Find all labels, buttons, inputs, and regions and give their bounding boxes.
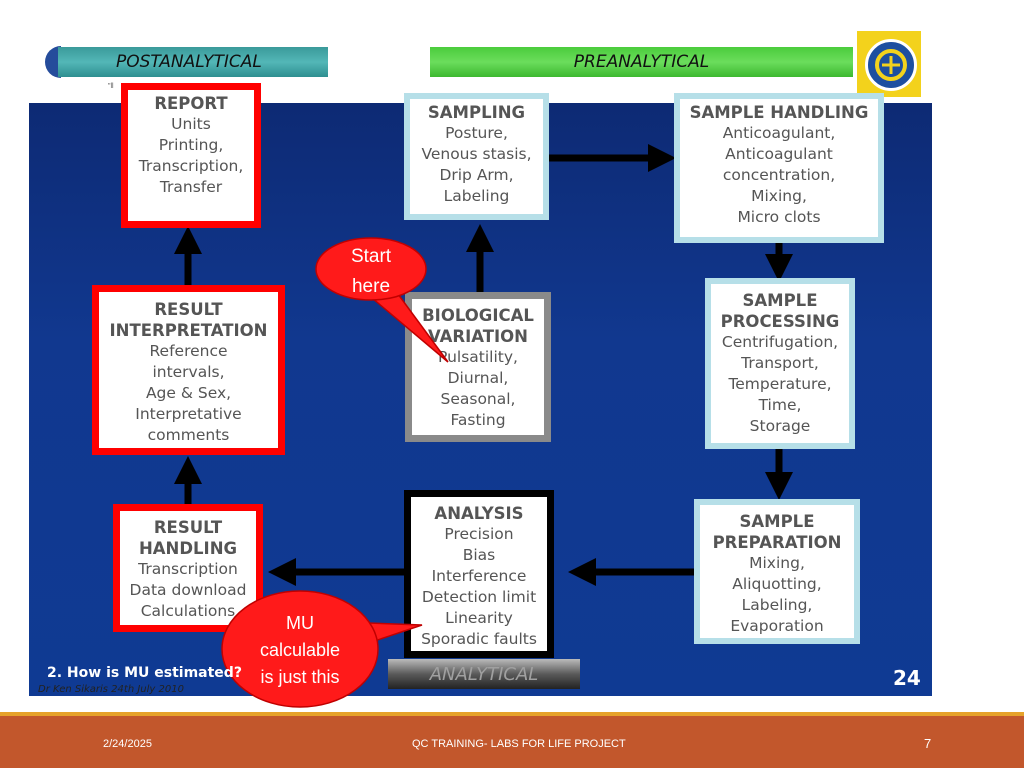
preanalytical-banner: PREANALYTICAL (430, 47, 853, 77)
inner-slide-number: 24 (893, 666, 921, 690)
sample-handling-line: Mixing, (751, 187, 807, 205)
result-handling-line: Transcription (138, 560, 238, 578)
report-line: Units (171, 115, 211, 133)
sampling-line: Venous stasis, (421, 145, 532, 163)
mu-callout-text: MU calculable is just this (232, 610, 368, 691)
analysis-line: Interference (431, 567, 527, 585)
analysis-title: ANALYSIS (434, 504, 524, 523)
sample-handling-line: Anticoagulant, (722, 124, 836, 142)
footer-page-number: 7 (924, 736, 932, 751)
result-handling-line: Data download (129, 581, 247, 599)
result-handling-line: Calculations (140, 602, 236, 620)
report-line: Transcription, (138, 157, 244, 175)
result-handling-title: RESULT (153, 518, 223, 537)
sample-processing-box: SAMPLE PROCESSING Centrifugation, Transp… (705, 278, 855, 449)
report-box: REPORT Units Printing, Transcription, Tr… (121, 83, 261, 228)
sample-preparation-title: SAMPLE (739, 512, 815, 531)
result-handling-title: HANDLING (138, 539, 238, 558)
question-text: 2. How is MU estimated? (47, 665, 242, 681)
analysis-line: Detection limit (421, 588, 537, 606)
result-interpretation-line: Age & Sex, (145, 384, 232, 402)
organization-logo (857, 31, 921, 97)
sample-preparation-title: PREPARATION (712, 533, 842, 552)
analysis-line: Sporadic faults (421, 630, 537, 648)
analysis-line: Linearity (445, 609, 513, 627)
tiny-mark: "ll (108, 83, 114, 90)
biological-variation-line: Fasting (450, 411, 506, 429)
sampling-title: SAMPLING (427, 103, 526, 122)
start-here-callout (315, 237, 427, 301)
report-line: Printing, (158, 136, 224, 154)
sampling-line: Drip Arm, (439, 166, 514, 184)
result-interpretation-line: comments (147, 426, 230, 444)
sample-preparation-box: SAMPLE PREPARATION Mixing, Aliquotting, … (694, 499, 860, 644)
report-title: REPORT (154, 94, 228, 113)
sample-preparation-line: Aliquotting, (732, 575, 822, 593)
mu-callout-line: MU (286, 613, 314, 633)
biological-variation-title: BIOLOGICAL (422, 306, 534, 325)
biological-variation-line: Seasonal, (440, 390, 516, 408)
biological-variation-line: Pulsatility, (438, 348, 518, 366)
postanalytical-label: POSTANALYTICAL (116, 52, 262, 72)
sampling-box: SAMPLING Posture, Venous stasis, Drip Ar… (404, 93, 549, 220)
start-here-line: here (351, 276, 391, 297)
mu-callout-line: is just this (260, 667, 340, 687)
mu-callout-line: calculable (259, 640, 341, 660)
sample-handling-line: concentration, (722, 166, 836, 184)
result-interpretation-line: Reference (149, 342, 228, 360)
sample-processing-line: Storage (749, 417, 811, 435)
biological-variation-line: Diurnal, (447, 369, 509, 387)
footer-date: 2/24/2025 (103, 738, 152, 750)
footer-bar (0, 712, 1024, 768)
result-interpretation-box: RESULT INTERPRETATION Reference interval… (92, 285, 285, 455)
analysis-box: ANALYSIS Precision Bias Interference Det… (404, 490, 554, 658)
mu-callout (221, 590, 379, 708)
sample-processing-title: PROCESSING (720, 312, 840, 331)
result-interpretation-line: intervals, (152, 363, 225, 381)
analytical-banner: ANALYTICAL (388, 659, 580, 689)
sample-preparation-line: Mixing, (749, 554, 805, 572)
biological-variation-title: VARIATION (428, 327, 528, 346)
logo-symbol-icon (875, 49, 907, 81)
analysis-line: Precision (444, 525, 514, 543)
result-handling-box: RESULT HANDLING Transcription Data downl… (113, 504, 263, 632)
postanalytical-banner: POSTANALYTICAL (58, 47, 328, 77)
sample-processing-line: Time, (758, 396, 802, 414)
sample-preparation-line: Labeling, (741, 596, 813, 614)
analysis-line: Bias (462, 546, 496, 564)
credit-text: Dr Ken Sikaris 24th July 2010 (38, 684, 184, 695)
sample-processing-line: Centrifugation, (721, 333, 839, 351)
sample-handling-line: Anticoagulant (725, 145, 833, 163)
sample-preparation-line: Evaporation (730, 617, 824, 635)
logo-emblem-icon (865, 39, 917, 91)
sampling-line: Labeling (443, 187, 510, 205)
result-interpretation-title: RESULT (154, 300, 223, 319)
sample-handling-line: Micro clots (737, 208, 821, 226)
sample-processing-line: Transport, (741, 354, 819, 372)
start-here-line: Start (350, 246, 392, 267)
result-interpretation-title: INTERPRETATION (109, 321, 268, 340)
preanalytical-label: PREANALYTICAL (573, 52, 710, 72)
sample-processing-line: Temperature, (728, 375, 832, 393)
sample-processing-title: SAMPLE (742, 291, 818, 310)
biological-variation-box: BIOLOGICAL VARIATION Pulsatility, Diurna… (405, 292, 551, 442)
footer-title: QC TRAINING- LABS FOR LIFE PROJECT (412, 738, 626, 750)
result-interpretation-line: Interpretative (135, 405, 242, 423)
sampling-line: Posture, (445, 124, 508, 142)
partial-logo-left (45, 46, 61, 78)
sample-handling-title: SAMPLE HANDLING (689, 103, 869, 122)
report-line: Transfer (159, 178, 223, 196)
analytical-label: ANALYTICAL (429, 663, 539, 685)
sample-handling-box: SAMPLE HANDLING Anticoagulant, Anticoagu… (674, 93, 884, 243)
start-here-text: Start here (330, 242, 412, 302)
